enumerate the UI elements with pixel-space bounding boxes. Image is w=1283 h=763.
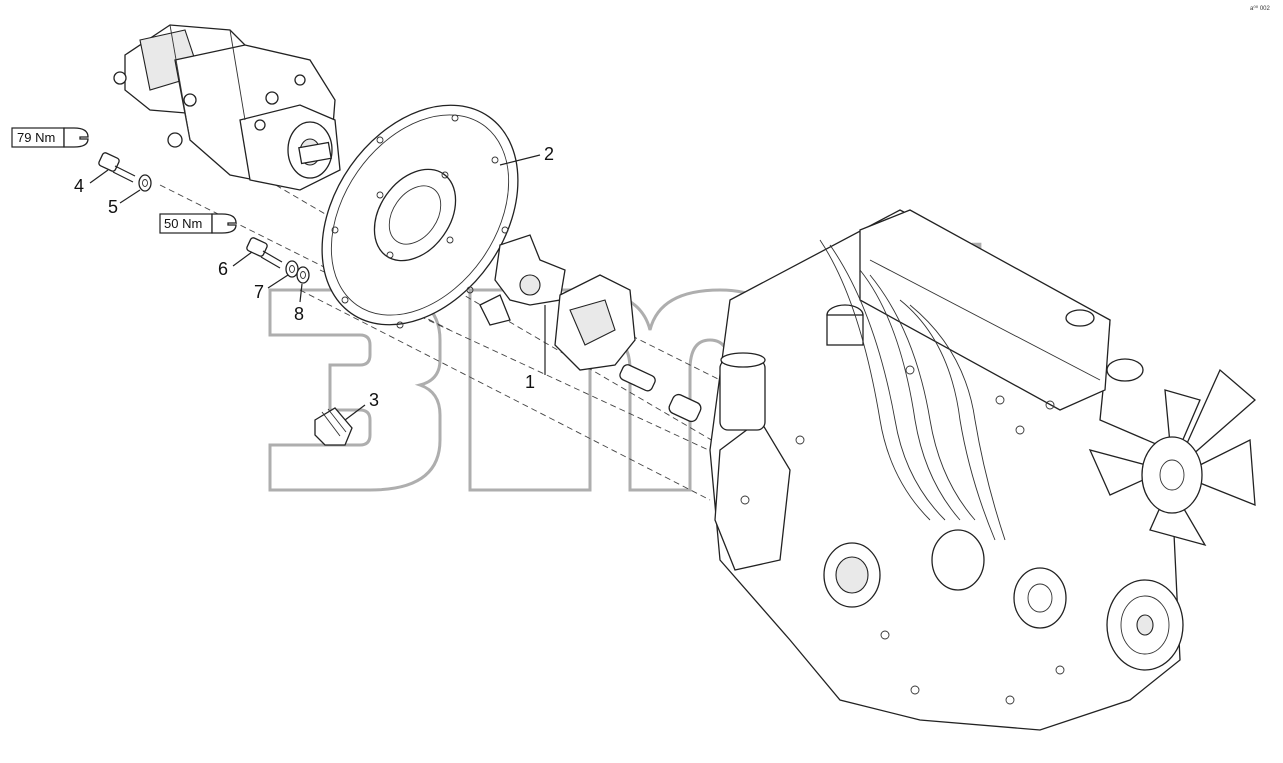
callout-7: 7	[254, 282, 264, 302]
wrench-icon	[63, 127, 89, 148]
callout-1: 1	[525, 372, 535, 392]
bolt-4	[98, 152, 136, 183]
coupling-assembly	[479, 234, 702, 423]
injection-pipes	[819, 239, 1006, 541]
washer-7	[285, 260, 299, 278]
torque-label-50: 50 Nm	[164, 216, 202, 231]
callout-numbers: 1 2 3 4 5 6 7 8	[74, 144, 554, 410]
bolt-6	[246, 237, 283, 269]
watermark-glyph-3	[268, 288, 442, 492]
callout-2: 2	[544, 144, 554, 164]
callout-8: 8	[294, 304, 304, 324]
flywheel-disc	[321, 104, 519, 329]
torque-wrench-50nm: 50 Nm	[159, 213, 237, 234]
callout-6: 6	[218, 259, 228, 279]
corner-code: a⁰⁰ 002	[1250, 5, 1270, 12]
callout-3: 3	[369, 390, 379, 410]
callout-4: 4	[74, 176, 84, 196]
torque-label-79: 79 Nm	[17, 130, 55, 145]
wrench-icon	[211, 213, 237, 234]
callout-leaders	[89, 154, 546, 421]
washer-8	[296, 266, 310, 284]
callout-5: 5	[108, 197, 118, 217]
engine-bolts	[740, 365, 1065, 705]
washer-5	[138, 174, 152, 192]
torque-wrench-79nm: 79 Nm	[11, 127, 89, 148]
diesel-engine	[709, 209, 1256, 731]
flywheel-bolt-holes	[331, 114, 509, 329]
plug-3	[314, 407, 353, 446]
hydraulic-pump	[113, 24, 341, 191]
